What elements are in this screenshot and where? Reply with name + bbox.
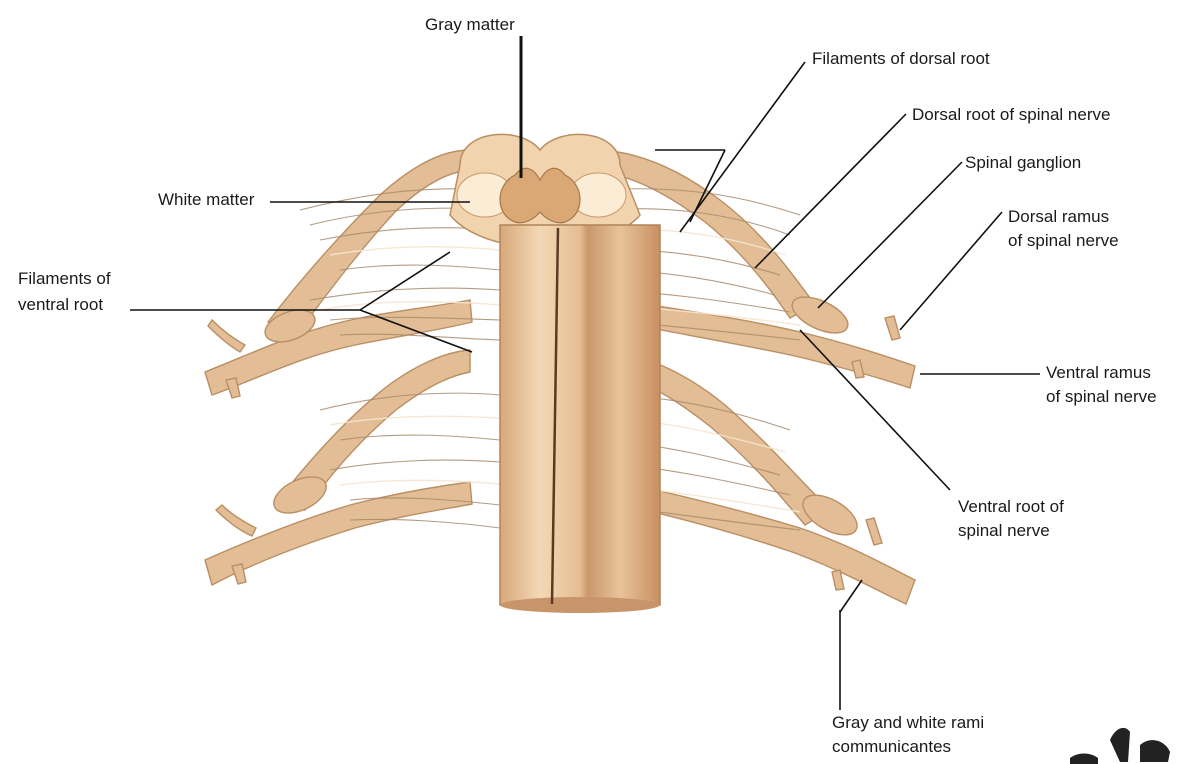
dorsal-ramus-leader bbox=[900, 212, 1002, 330]
label-gray-matter: Gray matter bbox=[425, 15, 515, 34]
left-lower-spinal-nerve bbox=[205, 350, 472, 585]
filaments-dorsal-leader-main bbox=[680, 62, 805, 232]
label-spinal-ganglion: Spinal ganglion bbox=[965, 153, 1081, 172]
label-rami-1: Gray and white rami bbox=[832, 713, 984, 732]
label-filaments-dorsal: Filaments of dorsal root bbox=[812, 49, 990, 68]
label-filaments-ventral-1: Filaments of bbox=[18, 269, 111, 288]
spinal-cord bbox=[450, 134, 660, 613]
label-dorsal-ramus-1: Dorsal ramus bbox=[1008, 207, 1109, 226]
spinal-ganglion-leader bbox=[818, 162, 962, 308]
label-ventral-root-1: Ventral root of bbox=[958, 497, 1064, 516]
label-ventral-root-2: spinal nerve bbox=[958, 521, 1050, 540]
label-white-matter: White matter bbox=[158, 190, 255, 209]
label-dorsal-root: Dorsal root of spinal nerve bbox=[912, 105, 1110, 124]
dorsal-root-leader bbox=[755, 114, 906, 268]
label-dorsal-ramus-2: of spinal nerve bbox=[1008, 231, 1119, 250]
label-ventral-ramus-2: of spinal nerve bbox=[1046, 387, 1157, 406]
label-ventral-ramus-1: Ventral ramus bbox=[1046, 363, 1151, 382]
label-filaments-ventral-2: ventral root bbox=[18, 295, 103, 314]
spinal-cord-bottom bbox=[500, 597, 660, 613]
corner-logo-fragment bbox=[1070, 728, 1170, 764]
label-rami-2: communicantes bbox=[832, 737, 951, 756]
spinal-cord-body bbox=[500, 225, 660, 605]
